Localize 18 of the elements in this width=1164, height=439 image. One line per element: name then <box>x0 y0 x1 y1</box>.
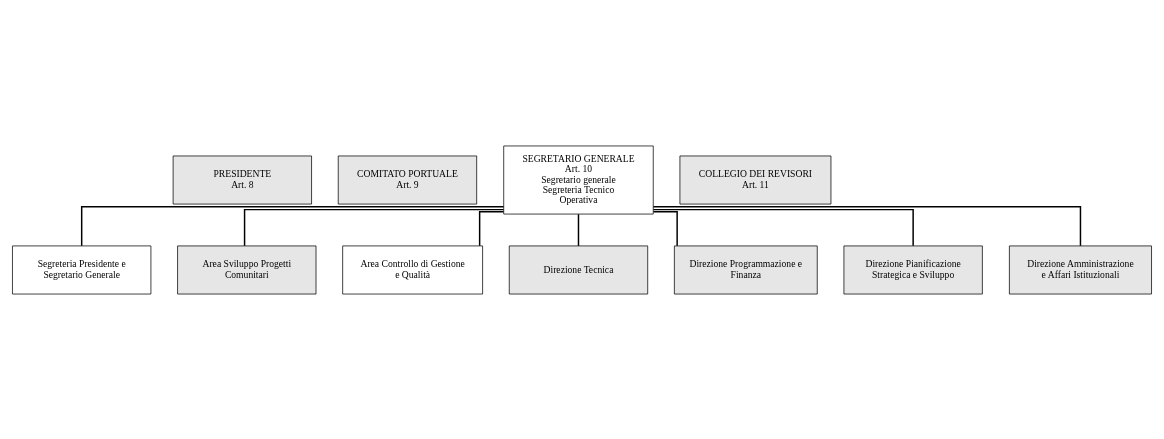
node-box: PRESIDENTE Art. 8 <box>172 155 312 204</box>
node-box: Segreteria Presidente e Segretario Generale <box>12 245 152 294</box>
connector <box>80 205 505 246</box>
node-box: Direzione Amministrazione e Affari Istituzionali <box>1009 245 1152 294</box>
connector <box>652 208 914 246</box>
node-box: Direzione Programmazione e Finanza <box>674 245 818 294</box>
node-box: SEGRETARIO GENERALE Art. 10 Segretario generale Segreteria Tecnico Operativa <box>503 145 654 214</box>
node-box: Direzione Pianificazione Strategica e Sviluppo <box>843 245 983 294</box>
node-box: COLLEGIO DEI REVISORI Art. 11 <box>679 155 832 204</box>
connector <box>243 208 505 246</box>
connector <box>478 210 505 246</box>
connector <box>577 213 580 247</box>
node-box: Area Sviluppo Progetti Comunitari <box>177 245 317 294</box>
node-box: Area Controllo di Gestione e Qualità <box>342 245 483 294</box>
node-box: Direzione Tecnica <box>508 245 649 294</box>
node-box: COMITATO PORTUALE Art. 9 <box>337 155 478 204</box>
connector <box>652 205 1082 246</box>
connector <box>652 210 678 246</box>
